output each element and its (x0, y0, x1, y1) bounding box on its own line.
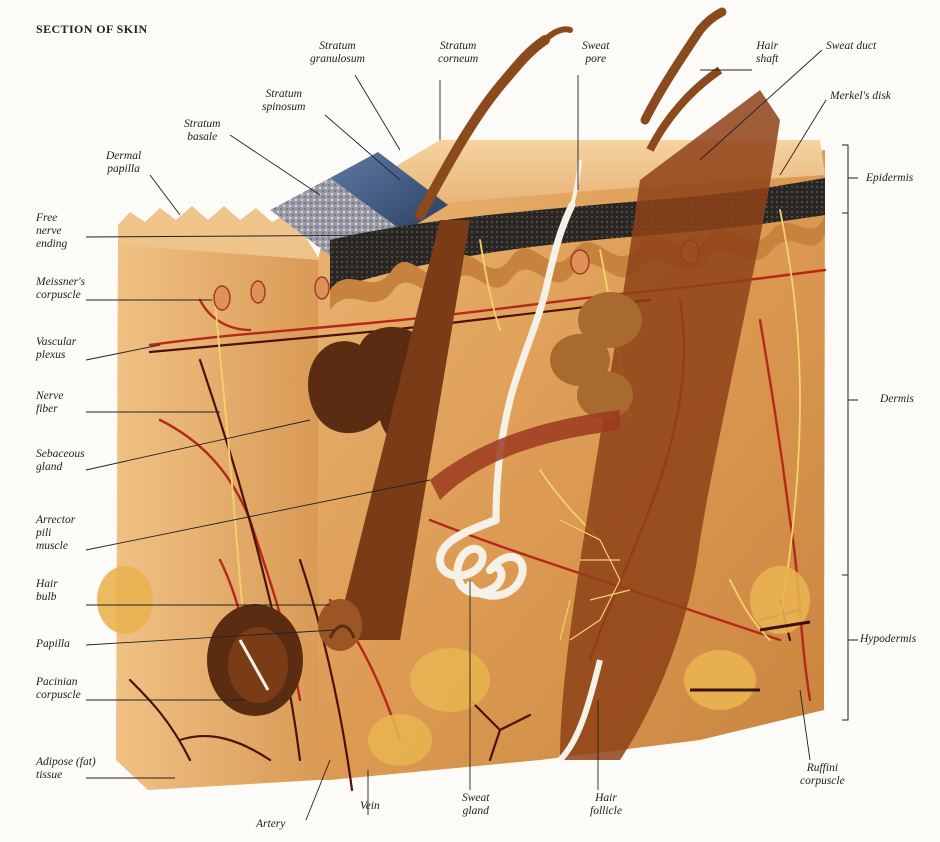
label-sweat-gland: Sweat gland (462, 792, 489, 818)
label-stratum-basale: Stratum basale (184, 118, 220, 144)
label-hypodermis: Hypodermis (860, 633, 916, 646)
label-artery: Artery (256, 818, 285, 831)
label-vascular-plexus: Vascular plexus (36, 336, 76, 362)
label-stratum-spinosum: Stratum spinosum (262, 88, 305, 114)
layer-brackets (842, 145, 858, 720)
label-hair-shaft: Hair shaft (756, 40, 778, 66)
label-nerve-fiber: Nerve fiber (36, 390, 63, 416)
left-side-face (116, 225, 320, 790)
label-sebaceous-gland: Sebaceous gland (36, 448, 85, 474)
label-hair-bulb: Hair bulb (36, 578, 58, 604)
label-papilla: Papilla (36, 638, 70, 651)
label-stratum-granulosum: Stratum granulosum (310, 40, 365, 66)
label-dermal-papilla: Dermal papilla (106, 150, 141, 176)
label-meissners-corpuscle: Meissner's corpuscle (36, 276, 85, 302)
label-sweat-pore: Sweat pore (582, 40, 609, 66)
label-epidermis: Epidermis (866, 172, 913, 185)
label-merkels-disk: Merkel's disk (830, 90, 891, 103)
pacinian-corpuscle-shape (207, 604, 303, 716)
label-stratum-corneum: Stratum corneum (438, 40, 478, 66)
label-adipose-tissue: Adipose (fat) tissue (36, 756, 96, 782)
label-dermis: Dermis (880, 393, 914, 406)
label-pacinian-corpuscle: Pacinian corpuscle (36, 676, 81, 702)
label-arrector-pili-muscle: Arrector pili muscle (36, 514, 75, 553)
label-ruffini-corpuscle: Ruffini corpuscle (800, 762, 845, 788)
diagram-title: SECTION OF SKIN (36, 22, 148, 37)
label-hair-follicle: Hair follicle (590, 792, 622, 818)
label-free-nerve-ending: Free nerve ending (36, 212, 67, 251)
label-vein: Vein (360, 800, 380, 813)
label-sweat-duct: Sweat duct (826, 40, 876, 53)
